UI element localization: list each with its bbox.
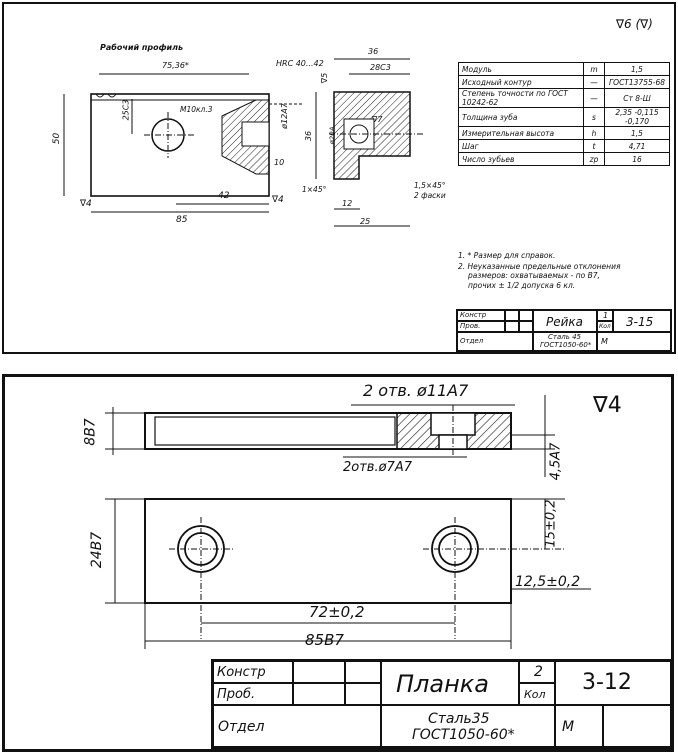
- thread-label: M10кл.3: [180, 105, 213, 114]
- plate-drawing-lines: [105, 395, 591, 649]
- spec-symbol: s: [583, 107, 605, 127]
- spec-symbol: h: [583, 126, 605, 140]
- spec-value: 4,71: [604, 139, 670, 153]
- spec-param: Толщина зуба: [458, 107, 584, 127]
- dim-36: 36: [368, 47, 379, 56]
- roughness-4-right: ∇4: [272, 195, 284, 205]
- note-4: прочих ± 1/2 допуска 6 кл.: [468, 280, 576, 290]
- plate-plan-view: [144, 498, 512, 604]
- tb1-material: Сталь 45: [548, 333, 581, 341]
- tb2-qty: 2: [534, 664, 543, 680]
- dim-25b: 25: [360, 217, 371, 226]
- dim-85: 85: [176, 215, 188, 225]
- dim-8: 8B7: [82, 418, 99, 446]
- spec-symbol: —: [583, 75, 605, 89]
- spec-value: 1,5: [604, 62, 670, 76]
- spec-param: Модуль: [458, 62, 584, 76]
- roughness-sign-plate: ∇4: [593, 393, 622, 418]
- tb1-prov: Пров.: [460, 322, 481, 330]
- spec-value: 2,35 -0,115 -0,170: [604, 107, 670, 127]
- drawing-sheet-plate: ∇4 2 отв. ø11A7 2отв.ø7A7 8B7 4,5A7 24B7…: [2, 374, 674, 752]
- notes-block: 1. * Размер для справок. 2. Неуказанные …: [458, 252, 620, 289]
- tb1-scale: М: [601, 337, 608, 346]
- chamfer-left: 1×45°: [302, 185, 327, 194]
- tb2-otdel: Отдел: [218, 719, 265, 735]
- dim-20: ø20A: [328, 126, 337, 145]
- dim-36v: 36: [304, 130, 314, 142]
- spec-symbol: zр: [583, 152, 605, 166]
- dim-28: 28С3: [370, 63, 391, 72]
- roughness-7: ∇7: [372, 115, 383, 124]
- roughness-4-left: ∇4: [80, 199, 92, 209]
- tb1-otdel: Отдел: [460, 337, 484, 345]
- tb2-material-std: ГОСТ1050-60*: [412, 727, 515, 743]
- tb1-name: Рейка: [546, 315, 584, 329]
- chamfer-right-note: 2 фаски: [414, 191, 446, 200]
- tb1-code: 3-15: [626, 315, 654, 329]
- roughness-5: ∇5: [320, 72, 330, 84]
- chamfer-right: 1,5×45°: [414, 181, 446, 190]
- dim-12b: 12: [342, 199, 353, 208]
- roughness-sign: ∇6 (∇): [616, 17, 653, 31]
- dim-42: 42: [218, 191, 230, 201]
- spec-row: Степень точности по ГОСТ 10242-62—Ст 8-Ш: [458, 88, 670, 108]
- spec-value: 16: [604, 152, 670, 166]
- spec-value: Ст 8-Ш: [604, 88, 670, 108]
- spec-symbol: —: [583, 88, 605, 108]
- dim-12-5: 12,5±0,2: [515, 574, 581, 590]
- title-block-rack: Констр Пров. Отдел Рейка 1 Кол 3-15 Стал…: [456, 309, 672, 352]
- dim-25: 25С3: [121, 99, 131, 121]
- spec-param: Число зубьев: [458, 152, 584, 166]
- tb2-material: Сталь35: [428, 711, 490, 727]
- spec-param: Степень точности по ГОСТ 10242-62: [458, 88, 584, 108]
- tb1-qty-label: Кол: [599, 323, 611, 330]
- dim-4-5: 4,5A7: [548, 442, 564, 481]
- dim-75: 75,36*: [162, 61, 189, 70]
- tb2-scale: М: [562, 719, 575, 735]
- note-1: 1. * Размер для справок.: [458, 251, 556, 260]
- spec-value: ГОСТ13755-68: [604, 75, 670, 89]
- dim-72: 72±0,2: [309, 603, 365, 621]
- holes-top-label: 2 отв. ø11A7: [363, 381, 469, 400]
- title-block-plate: Констр Проб. Отдел Планка 2 Кол 3-12 Ста…: [211, 659, 673, 749]
- working-profile-label: Рабочий профиль: [100, 43, 184, 52]
- holes-bottom-label: 2отв.ø7A7: [343, 460, 412, 475]
- tb2-qty-label: Кол: [524, 688, 546, 701]
- spec-param: Исходный контур: [458, 75, 584, 89]
- tb1-konstr: Констр: [460, 311, 487, 319]
- dim-50: 50: [52, 132, 63, 145]
- dim-15: 15±0,2: [543, 499, 559, 548]
- tb1-qty: 1: [603, 311, 609, 320]
- spec-row: Исходный контур—ГОСТ13755-68: [458, 75, 670, 89]
- dim-12: ø12A7: [279, 103, 289, 129]
- note-3: размеров: охватываемых - по B7,: [468, 271, 600, 280]
- tb2-prov: Проб.: [217, 687, 256, 702]
- tb2-konstr: Констр: [217, 665, 266, 680]
- drawing-sheet-rack: ∇6 (∇) Рабочий профиль HRC 40...42 M10кл…: [2, 2, 676, 354]
- hardness-label: HRC 40...42: [276, 59, 324, 68]
- spec-symbol: m: [583, 62, 605, 76]
- tb2-code: 3-12: [582, 670, 632, 695]
- spec-param: Измерительная высота: [458, 126, 584, 140]
- tb2-name: Планка: [396, 670, 489, 698]
- spec-param: Шаг: [458, 139, 584, 153]
- tb1-material-std: ГОСТ1050-60*: [540, 341, 592, 349]
- dim-85-plate: 85B7: [305, 631, 344, 649]
- note-2: 2. Неуказанные предельные отклонения: [458, 261, 621, 271]
- spec-value: 1,5: [604, 126, 670, 140]
- dim-24: 24B7: [89, 531, 106, 569]
- dim-10: 10: [274, 158, 285, 167]
- rack-drawing-lines: [63, 58, 424, 227]
- spec-symbol: t: [583, 139, 605, 153]
